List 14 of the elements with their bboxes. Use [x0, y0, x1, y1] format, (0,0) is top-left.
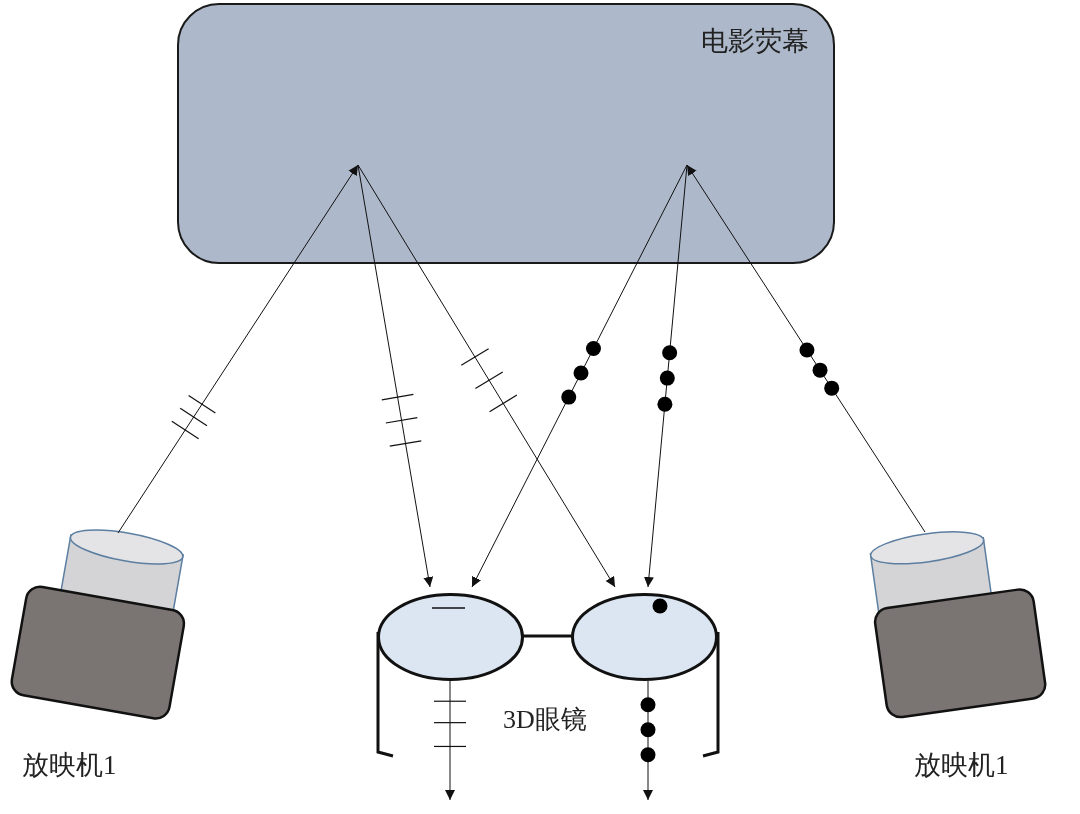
arrow — [357, 164, 434, 588]
arrow — [117, 164, 359, 534]
arrow — [471, 164, 688, 588]
arrow — [445, 680, 455, 801]
projector-label: 放映机1 — [914, 749, 1009, 782]
arrow — [686, 164, 926, 533]
screen-box — [177, 3, 835, 264]
bridge-line — [523, 634, 572, 638]
arrow — [357, 164, 616, 588]
arrow — [643, 164, 688, 588]
glasses-label: 3D眼镜 — [503, 704, 587, 736]
projector-label: 放映机1 — [22, 749, 117, 782]
arrow — [643, 680, 653, 801]
screen-label: 电影荧幕 — [701, 25, 809, 58]
